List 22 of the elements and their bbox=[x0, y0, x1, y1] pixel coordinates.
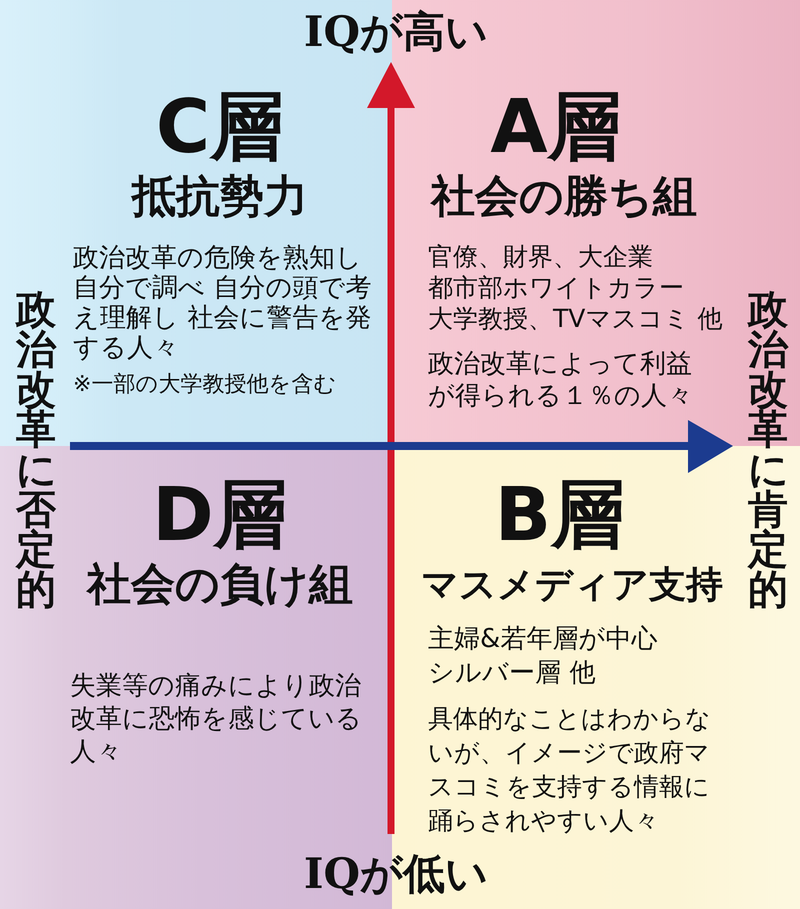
description-text: 官僚、財界、大企業 bbox=[428, 241, 653, 272]
quadrant-subtitle: 社会の勝ち組 bbox=[431, 175, 697, 219]
description-text: 政治改革によって利益が得られる１％の人々 bbox=[428, 348, 694, 412]
quadrant-subtitle: 社会の負け組 bbox=[87, 563, 353, 607]
quadrant-heading: B層 bbox=[494, 478, 626, 552]
quadrant-subtitle: 抵抗勢力 bbox=[132, 175, 308, 219]
description-text: 具体的なことはわからないが、イメージで政府マスコミを支持する情報に踊らされやすい人々 bbox=[428, 703, 712, 837]
description-text: 政治改革の危険を熟知し自分で調べ 自分の頭で考え理解し 社会に警告を発する人々 bbox=[73, 243, 372, 363]
description-text: 都市部ホワイトカラー bbox=[428, 272, 684, 303]
quadrant-heading: D層 bbox=[152, 478, 288, 552]
quadrant-heading: A層 bbox=[490, 90, 622, 164]
quadrant-subtitle: マスメディア支持 bbox=[421, 566, 723, 603]
description-text: 大学教授、TVマスコミ 他 bbox=[428, 303, 722, 334]
axis-label: IQが低い bbox=[304, 853, 488, 895]
axis-label: IQが高い bbox=[304, 11, 488, 53]
description-text: 失業等の痛みにより政治改革に恐怖を感じている人々 bbox=[70, 670, 363, 769]
quadrant-heading: C層 bbox=[156, 90, 284, 164]
footnote-text: ※一部の大学教授他を含む bbox=[73, 371, 336, 399]
axis-label: 政治改革に肯定的 bbox=[748, 290, 788, 610]
description-text: 主婦&若年層が中心 bbox=[428, 623, 658, 656]
axis-label: 政治改革に否定的 bbox=[16, 290, 56, 610]
description-text: シルバー層 他 bbox=[428, 657, 596, 690]
